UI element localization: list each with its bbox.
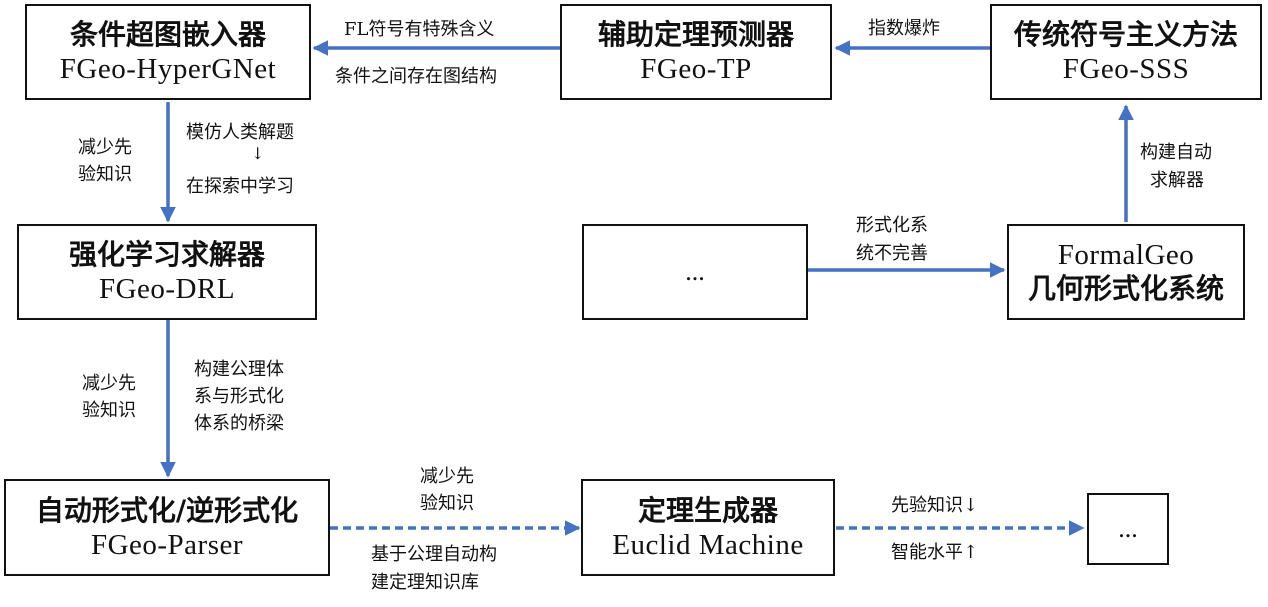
label-sss-to-tp: 指数爆炸: [868, 18, 940, 39]
node-tp-title: 辅助定理预测器: [597, 18, 794, 51]
node-formalgeo-subtitle: 几何形式化系统: [1027, 272, 1224, 305]
node-ellipsis-mid: ...: [582, 224, 808, 320]
node-sss: 传统符号主义方法 FGeo-SSS: [990, 4, 1262, 100]
node-ellipsis-end-text: ...: [1118, 514, 1138, 543]
label-mid-to-formal-1: 形式化系: [856, 215, 928, 236]
node-drl-title: 强化学习求解器: [68, 238, 265, 271]
label-tp-to-hyper-top: FL符号有特殊含义: [344, 19, 495, 40]
label-drl-to-parser-right-1: 构建公理体: [194, 359, 284, 380]
node-euclid-title: 定理生成器: [637, 493, 778, 527]
label-tp-to-hyper-bottom: 条件之间存在图结构: [335, 66, 497, 87]
label-drl-to-parser-left-2: 验知识: [82, 400, 136, 421]
node-ellipsis-end: ...: [1087, 493, 1169, 565]
node-parser-subtitle: FGeo-Parser: [90, 528, 244, 561]
node-drl: 强化学习求解器 FGeo-DRL: [17, 224, 317, 320]
label-hyper-to-drl-right-2: 在探索中学习: [186, 176, 294, 197]
node-euclid-subtitle: Euclid Machine: [612, 528, 804, 561]
node-hypergnet: 条件超图嵌入器 FGeo-HyperGNet: [25, 4, 311, 100]
node-euclid: 定理生成器 Euclid Machine: [581, 479, 835, 576]
label-hyper-to-drl-left-2: 验知识: [78, 164, 132, 185]
node-hypergnet-title: 条件超图嵌入器: [69, 18, 266, 51]
label-euclid-to-end-bottom: 智能水平↑: [891, 542, 979, 563]
label-parser-to-euclid-top-1: 减少先: [420, 466, 474, 487]
label-parser-to-euclid-bottom-1: 基于公理自动构: [371, 544, 497, 565]
label-drl-to-parser-right-3: 体系的桥梁: [194, 413, 284, 434]
node-ellipsis-mid-text: ...: [685, 257, 705, 286]
node-tp-subtitle: FGeo-TP: [640, 53, 752, 85]
node-hypergnet-subtitle: FGeo-HyperGNet: [59, 53, 277, 85]
node-drl-subtitle: FGeo-DRL: [98, 273, 236, 305]
label-formal-to-sss-2: 求解器: [1150, 170, 1204, 191]
label-hyper-to-drl-right-1: 模仿人类解题: [186, 122, 294, 143]
label-parser-to-euclid-top-2: 验知识: [420, 493, 474, 514]
label-hyper-to-drl-left-1: 减少先: [78, 137, 132, 158]
node-formalgeo: FormalGeo 几何形式化系统: [1007, 224, 1245, 320]
label-parser-to-euclid-bottom-2: 建定理知识库: [371, 572, 479, 593]
label-euclid-to-end-top: 先验知识↓: [891, 495, 979, 516]
label-hyper-to-drl-right-arrow: ↓: [251, 144, 265, 163]
node-sss-subtitle: FGeo-SSS: [1062, 53, 1190, 85]
node-sss-title: 传统符号主义方法: [1013, 18, 1238, 51]
label-mid-to-formal-2: 统不完善: [856, 243, 928, 264]
node-parser-title: 自动形式化/逆形式化: [35, 493, 299, 527]
label-drl-to-parser-right-2: 系与形式化: [194, 386, 284, 407]
node-formalgeo-title: FormalGeo: [1057, 239, 1195, 271]
label-drl-to-parser-left-1: 减少先: [82, 373, 136, 394]
node-parser: 自动形式化/逆形式化 FGeo-Parser: [4, 479, 330, 576]
node-tp: 辅助定理预测器 FGeo-TP: [560, 4, 832, 100]
label-formal-to-sss-1: 构建自动: [1140, 142, 1212, 163]
